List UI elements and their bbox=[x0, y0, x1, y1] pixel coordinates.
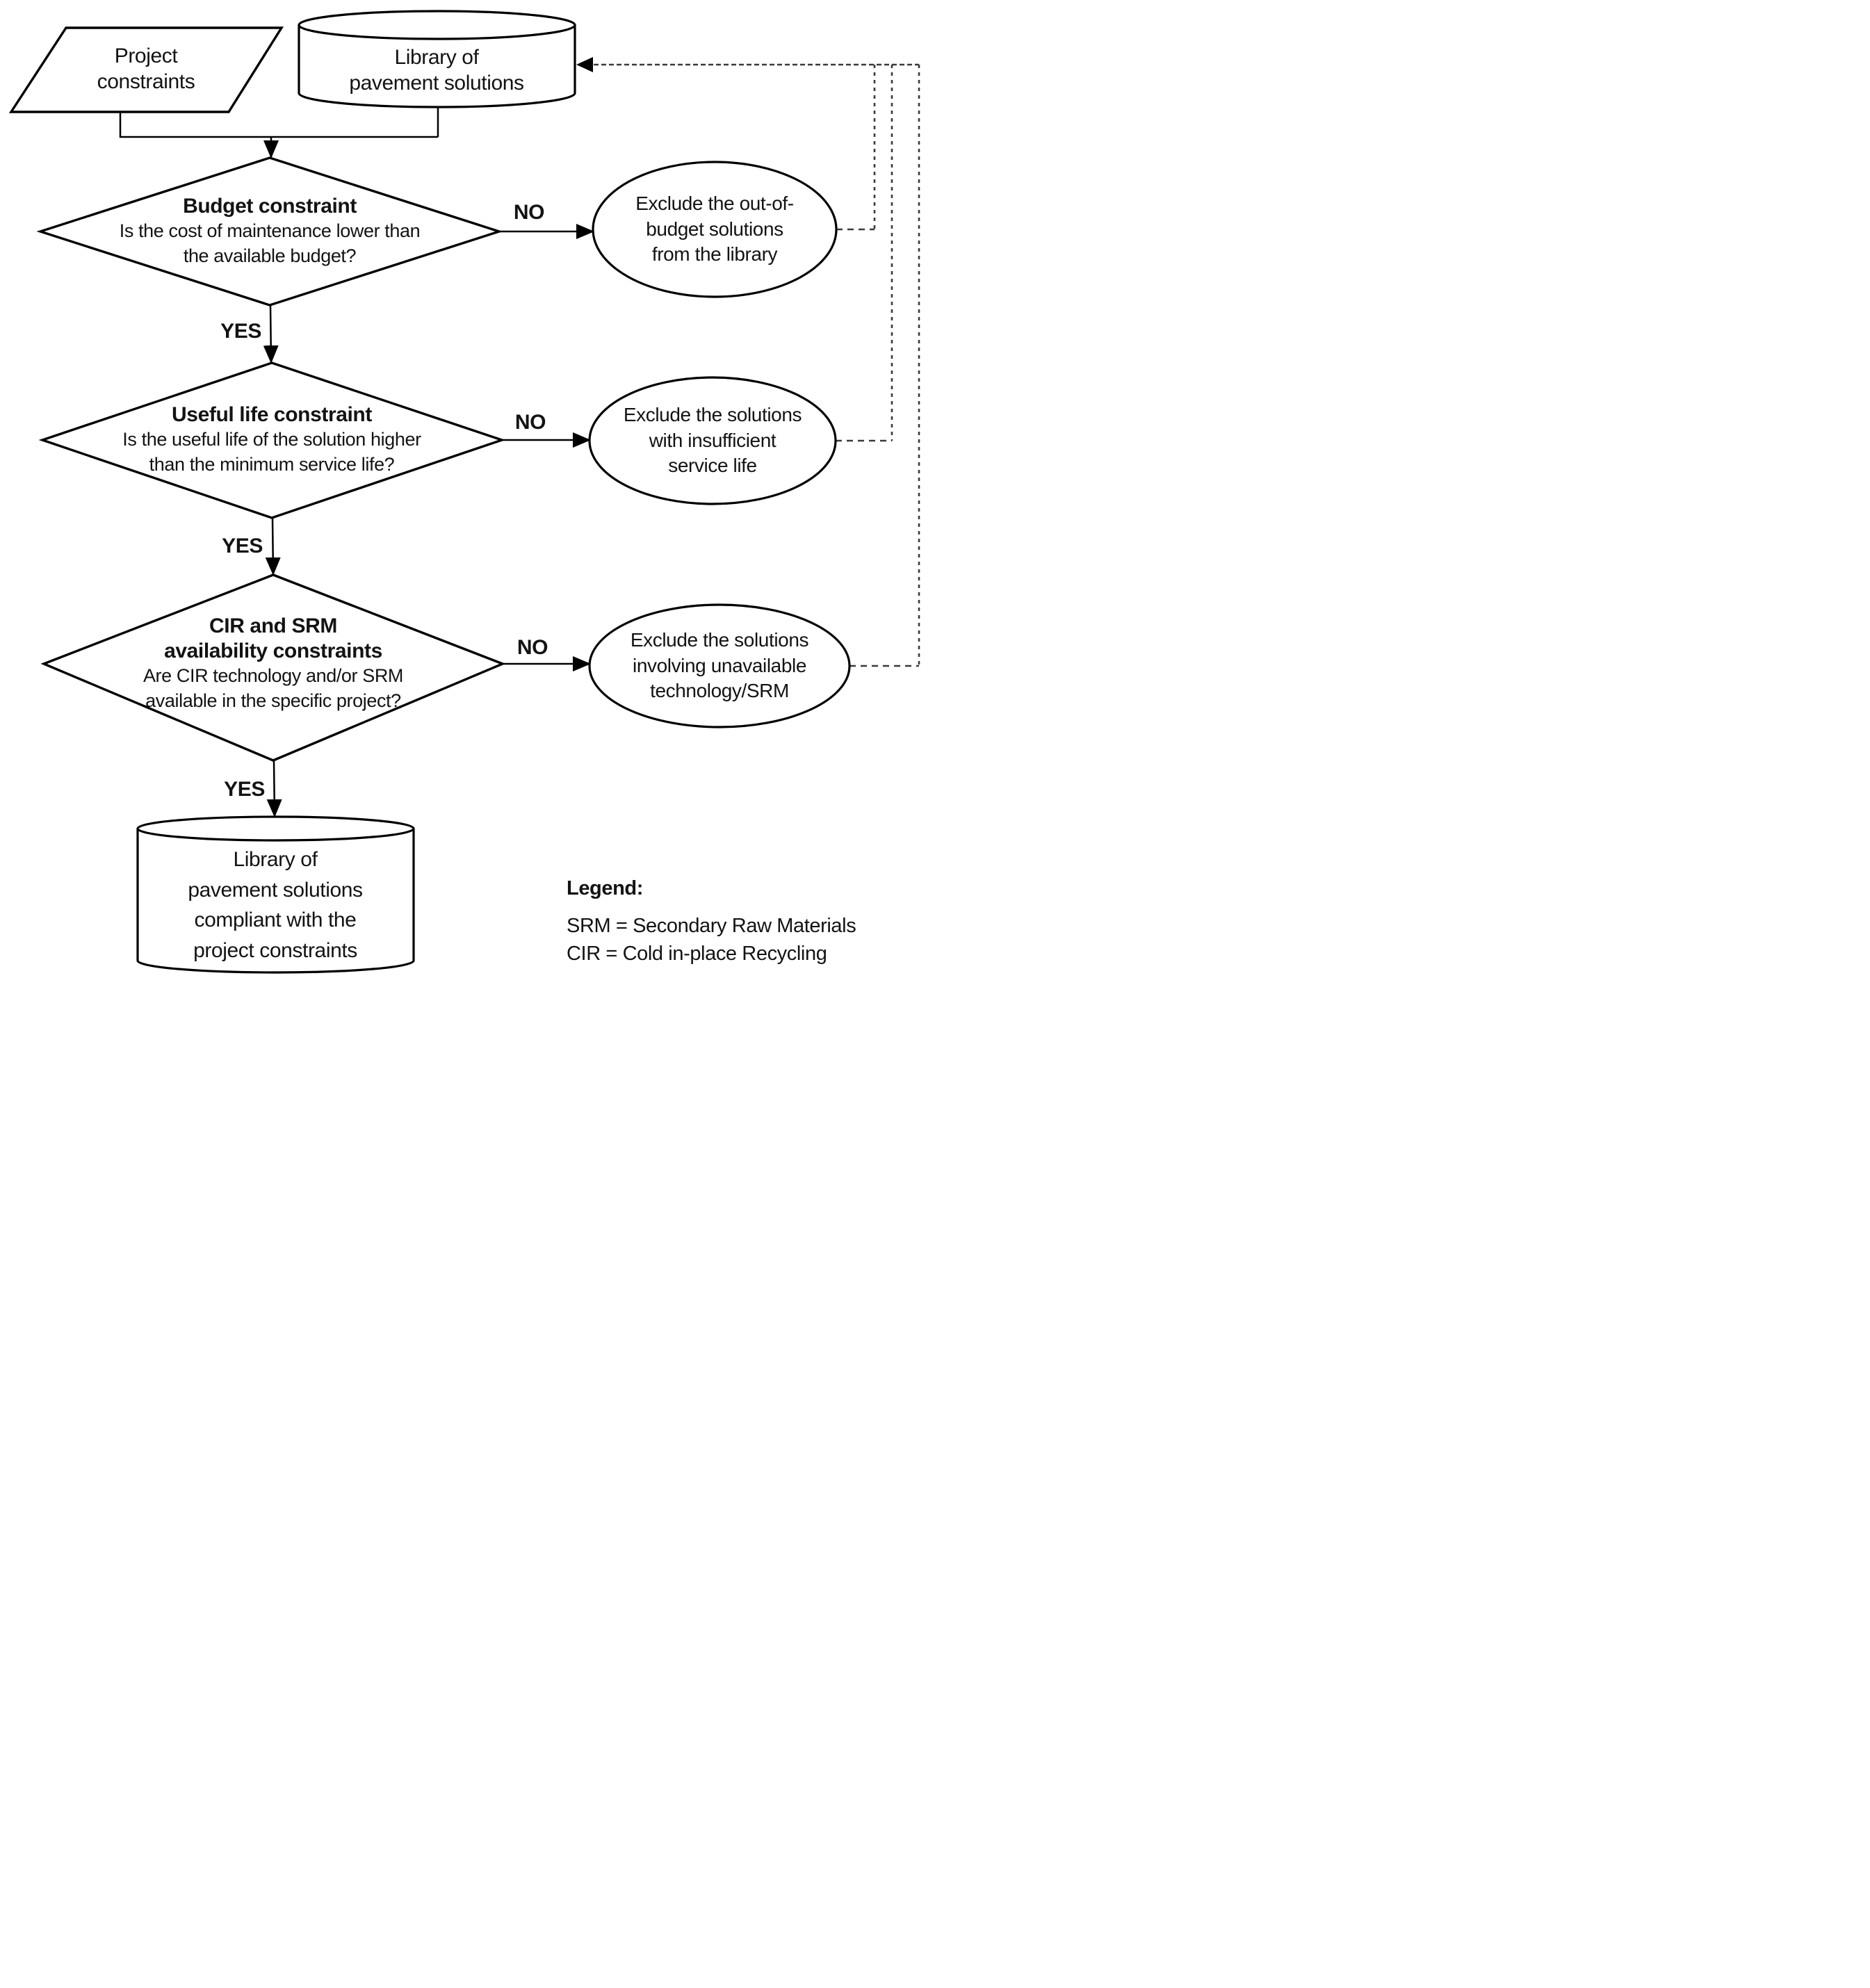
cylinder-body-output bbox=[136, 829, 415, 974]
compliant-library-node: Library of pavement solutions compliant … bbox=[188, 848, 363, 962]
feedback-arrowhead-icon bbox=[576, 57, 593, 72]
exclude-unavailable-tech-node: Exclude the solutions involving unavaila… bbox=[630, 629, 809, 702]
ellipse-shape-exclude-budget bbox=[592, 161, 838, 298]
legend: Legend: SRM = Secondary Raw Materials CI… bbox=[567, 874, 928, 968]
cir-srm-decision-title: CIR and SRM availability constraints bbox=[164, 614, 382, 663]
exclude-out-of-budget-node: Exclude the out-of- budget solutions fro… bbox=[635, 193, 794, 266]
ellipse-shape-exclude-life bbox=[588, 376, 837, 505]
diamond-shape-budget bbox=[36, 156, 503, 307]
arrow-budget-yes bbox=[263, 304, 279, 364]
flowchart-shapes-layer bbox=[8, 10, 920, 974]
cylinder-top bbox=[298, 10, 576, 40]
useful-life-decision-question: Is the useful life of the solution highe… bbox=[122, 429, 421, 475]
arrow-cir-yes bbox=[266, 760, 282, 817]
budget-decision-node: Budget constraint Is the cost of mainten… bbox=[75, 186, 464, 277]
diamond-shape-useful-life bbox=[38, 361, 506, 519]
budget-decision-question: Is the cost of maintenance lower than th… bbox=[119, 220, 421, 266]
library-node: Library of pavement solutions bbox=[349, 46, 524, 95]
flowchart-figure: Project constraints Library of pavement … bbox=[0, 0, 935, 994]
life-yes-label: YES bbox=[222, 534, 263, 557]
legend-heading-text: Legend bbox=[567, 877, 637, 899]
useful-life-decision-title: Useful life constraint bbox=[172, 403, 372, 427]
legend-item-cir: CIR = Cold in-place Recycling bbox=[567, 943, 827, 965]
project-constraints-node: Project constraints bbox=[97, 44, 195, 93]
cir-srm-decision-question: Are CIR technology and/or SRM available … bbox=[143, 665, 404, 711]
life-no-label: NO bbox=[514, 410, 546, 434]
cir-srm-decision-node: CIR and SRM availability constraints Are… bbox=[79, 609, 468, 719]
legend-heading-colon: : bbox=[636, 877, 644, 899]
connector-project-to-merge bbox=[119, 112, 438, 138]
useful-life-decision-node: Useful life constraint Is the useful lif… bbox=[77, 395, 466, 485]
cir-no-label: NO bbox=[517, 635, 548, 659]
budget-no-label: NO bbox=[513, 200, 545, 224]
budget-decision-title: Budget constraint bbox=[183, 195, 357, 218]
cylinder-top-output bbox=[136, 815, 415, 842]
budget-yes-label: YES bbox=[220, 319, 261, 343]
legend-heading: Legend: bbox=[567, 874, 928, 902]
exclude-insufficient-life-node: Exclude the solutions with insufficient … bbox=[623, 404, 802, 477]
diamond-shape-cir-srm bbox=[40, 573, 506, 762]
cylinder-body bbox=[298, 25, 576, 108]
ellipse-shape-exclude-tech bbox=[588, 603, 851, 728]
cir-yes-label: YES bbox=[224, 777, 265, 801]
parallelogram-shape bbox=[8, 26, 284, 113]
legend-item-srm: SRM = Secondary Raw Materials bbox=[567, 915, 856, 937]
